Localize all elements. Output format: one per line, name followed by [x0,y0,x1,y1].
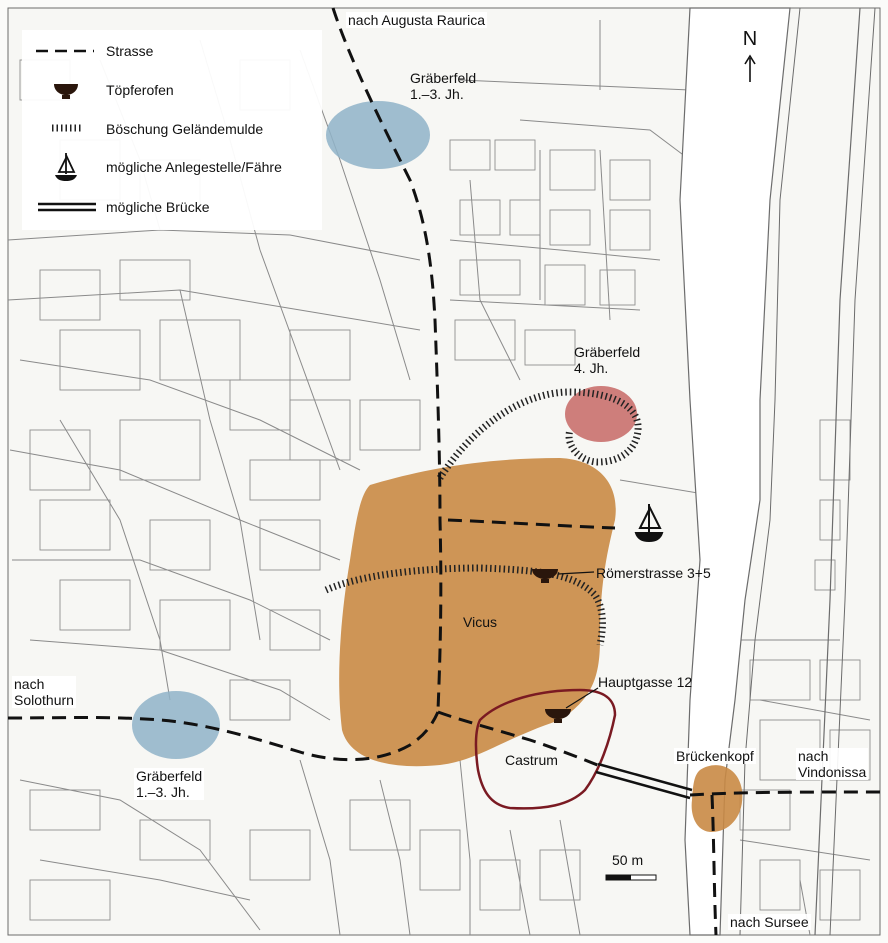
kiln-icon [545,709,571,723]
cemetery-west [132,691,220,759]
kiln-leader-roemerstrasse [557,571,595,575]
legend-row-road: Strasse [22,36,322,66]
label-graeberfeld-4jh: Gräberfeld 4. Jh. [574,344,641,376]
river [679,7,791,936]
castrum-outline [474,688,617,810]
slope-middle [324,564,606,646]
building-blocks [19,59,871,921]
scale: 50 m [604,852,664,882]
scale-label: 50 m [612,852,644,868]
vicus-area [339,458,616,767]
north-indicator: N [736,28,764,88]
legend-row-bridge: mögliche Brücke [22,192,322,222]
boat-icon [634,504,664,543]
cemetery-north [326,101,430,169]
road-dashed-line-icon [36,49,94,53]
label-graeberfeld-west: Gräberfeld 1.–3. Jh. [134,768,205,800]
label-brueckenkopf: Brückenkopf [674,748,756,764]
kiln-icon [532,569,558,583]
roman-roads [7,7,881,936]
legend: Strasse Töpferofen Böschung Geländemulde [22,30,322,230]
bridge-double-line-icon [38,202,96,212]
slope-hatch-line-icon [52,124,82,132]
kiln-leader-hauptgasse [565,687,599,709]
label-augusta-raurica: nach Augusta Raurica [346,12,487,28]
label-vicus: Vicus [463,614,497,630]
label-castrum: Castrum [505,752,558,768]
legend-label-boat: mögliche Anlegestelle/Fähre [106,159,282,175]
brueckenkopf-area [691,765,743,832]
label-sursee: nach Sursee [728,914,811,930]
label-roemerstrasse: Römerstrasse 3+5 [596,565,711,581]
legend-row-slope: Böschung Geländemulde [22,114,322,144]
bridge [595,762,693,800]
legend-label-slope: Böschung Geländemulde [106,121,264,137]
legend-label-road: Strasse [106,43,154,59]
north-arrow-icon [744,54,756,82]
scale-bar [605,874,657,881]
legend-label-bridge: mögliche Brücke [106,199,210,215]
boat-icon [55,153,77,181]
legend-label-kiln: Töpferofen [106,82,174,98]
label-hauptgasse: Hauptgasse 12 [598,674,693,690]
kiln-icon [54,84,78,99]
legend-row-kiln: Töpferofen [22,75,322,105]
label-solothurn: nach Solothurn [12,676,76,708]
legend-row-boat: mögliche Anlegestelle/Fähre [22,152,322,182]
label-graeberfeld-north: Gräberfeld 1.–3. Jh. [410,70,477,102]
label-vindonissa: nach Vindonissa [796,748,869,780]
north-label: N [742,28,758,50]
